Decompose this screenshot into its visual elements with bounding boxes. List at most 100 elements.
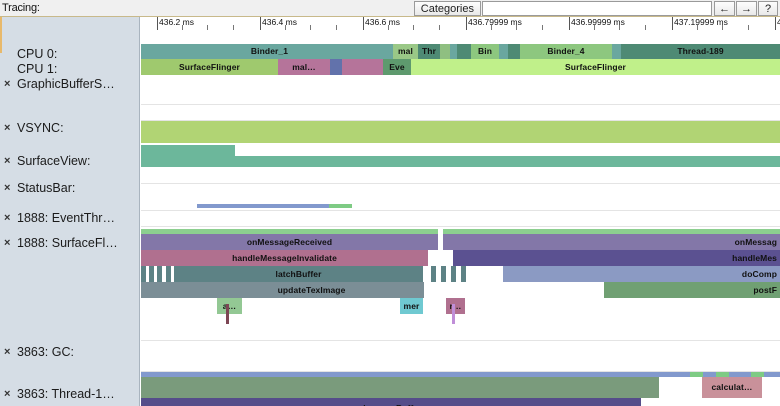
trace-slice[interactable]: [764, 372, 780, 377]
trace-slice[interactable]: [499, 44, 508, 59]
trace-slice[interactable]: [141, 229, 438, 234]
trace-slice[interactable]: latchBuffer: [174, 266, 423, 282]
slice-label: SurfaceFlinger: [565, 61, 626, 72]
ruler-minor-tick: [233, 25, 234, 30]
trace-slice[interactable]: [751, 372, 764, 377]
trace-slice[interactable]: [508, 44, 520, 59]
close-icon[interactable]: ×: [4, 345, 11, 358]
prev-result-button[interactable]: ←: [714, 0, 735, 16]
track-label-cpu-0[interactable]: ×CPU 0:: [0, 45, 139, 62]
close-icon[interactable]: ×: [4, 236, 11, 249]
trace-slice[interactable]: [149, 266, 154, 282]
trace-slice[interactable]: [166, 266, 171, 282]
close-icon[interactable]: ×: [4, 77, 11, 90]
trace-slice[interactable]: a…: [217, 298, 242, 314]
trace-slice[interactable]: postF: [604, 282, 780, 298]
track-label-vsync[interactable]: × VSYNC:: [0, 119, 139, 136]
track-label-text: VSYNC:: [17, 120, 64, 135]
track-label-surfaceview[interactable]: ×SurfaceView:: [0, 152, 139, 169]
trace-slice[interactable]: [157, 266, 162, 282]
trace-slice[interactable]: Binder_4: [520, 44, 612, 59]
trace-slice[interactable]: handleMes: [453, 250, 780, 266]
help-button[interactable]: ?: [758, 0, 778, 16]
trace-slice[interactable]: [440, 44, 450, 59]
close-icon[interactable]: ×: [4, 211, 11, 224]
track-label-thread1[interactable]: ×3863: Thread-1…: [0, 385, 139, 402]
trace-slice[interactable]: [703, 372, 716, 377]
trace-slice[interactable]: [431, 266, 436, 282]
trace-slice[interactable]: doComp: [503, 266, 780, 282]
trace-slice[interactable]: Eve: [383, 59, 411, 75]
trace-slice[interactable]: [457, 44, 471, 59]
trace-slice[interactable]: [330, 59, 342, 75]
trace-slice[interactable]: Thr: [418, 44, 440, 59]
trace-slice[interactable]: updateTexImage: [199, 282, 424, 298]
trace-slice[interactable]: [441, 266, 446, 282]
trace-slice[interactable]: SurfaceFlinger: [411, 59, 780, 75]
track-label-statusbar[interactable]: ×StatusBar:: [0, 179, 139, 196]
trace-slice[interactable]: onMessag: [443, 234, 780, 250]
track-label-surfaceflinger[interactable]: ×1888: SurfaceFl…: [0, 234, 139, 251]
trace-slice[interactable]: mer: [400, 298, 423, 314]
trace-slice[interactable]: onMessageReceived: [141, 234, 438, 250]
slice-label: r…: [449, 300, 462, 311]
trace-slice[interactable]: [141, 282, 163, 298]
close-icon[interactable]: ×: [4, 121, 11, 134]
trace-slice[interactable]: calculat…: [702, 377, 762, 398]
flow-marker[interactable]: [452, 304, 455, 324]
trace-slice[interactable]: [461, 266, 466, 282]
slice-label: mer: [403, 300, 420, 311]
track-label-text: CPU 0:: [17, 46, 58, 61]
trace-slice[interactable]: [197, 204, 329, 208]
next-result-button[interactable]: →: [736, 0, 757, 16]
track-label-text: GraphicBufferS…: [17, 76, 115, 91]
trace-slice[interactable]: [141, 372, 690, 377]
trace-slice[interactable]: [451, 266, 456, 282]
trace-slice[interactable]: Binder_1: [146, 44, 393, 59]
trace-slice[interactable]: [443, 229, 780, 234]
trace-slice[interactable]: [141, 156, 780, 167]
trace-slice[interactable]: [342, 59, 383, 75]
trace-slice[interactable]: [450, 44, 457, 59]
trace-slice[interactable]: [438, 229, 443, 234]
search-input[interactable]: [482, 0, 712, 16]
ruler-minor-tick: [388, 25, 389, 30]
trace-slice[interactable]: [729, 372, 751, 377]
flow-marker[interactable]: [226, 304, 229, 324]
trace-slice[interactable]: [329, 204, 352, 208]
ruler-minor-tick: [516, 25, 517, 30]
ruler-minor-tick: [439, 25, 440, 30]
track-separator: [141, 340, 780, 341]
trace-slice[interactable]: [141, 266, 146, 282]
trace-slice[interactable]: [141, 145, 235, 156]
categories-button[interactable]: Categories: [413, 0, 481, 16]
close-icon[interactable]: ×: [4, 181, 11, 194]
track-label-cpu-1[interactable]: ×CPU 1:: [0, 60, 139, 77]
trace-slice[interactable]: [141, 121, 780, 143]
track-label-gc[interactable]: ×3863: GC:: [0, 343, 139, 360]
close-icon[interactable]: ×: [4, 154, 11, 167]
track-label-graphicbuffers[interactable]: × GraphicBufferS…: [0, 75, 139, 92]
trace-slice[interactable]: dequeueBuffer: [141, 398, 641, 406]
trace-slice[interactable]: [612, 44, 621, 59]
trace-slice[interactable]: SurfaceFlinger: [141, 59, 278, 75]
track-label-eventthread[interactable]: ×1888: EventThr…: [0, 209, 139, 226]
trace-slice[interactable]: [716, 372, 729, 377]
trace-slice[interactable]: [141, 377, 659, 398]
slice-label: dequeueBuffer: [360, 404, 421, 406]
slice-label: onMessag: [734, 236, 777, 247]
trace-slice[interactable]: [690, 372, 703, 377]
trace-slice[interactable]: handleMessageInvalidate: [141, 250, 428, 266]
track-name-panel: ×CPU 0:×CPU 1:×GraphicBufferS…×VSYNC:×Su…: [0, 17, 140, 406]
trace-slice[interactable]: r…: [446, 298, 465, 314]
trace-slice[interactable]: Bin: [471, 44, 499, 59]
ruler-minor-tick: [697, 25, 698, 30]
trace-slice[interactable]: [141, 44, 146, 59]
close-icon[interactable]: ×: [4, 387, 11, 400]
trace-slice[interactable]: mal: [393, 44, 418, 59]
trace-slice[interactable]: mal…: [278, 59, 330, 75]
trace-slice[interactable]: Thread-189: [621, 44, 780, 59]
